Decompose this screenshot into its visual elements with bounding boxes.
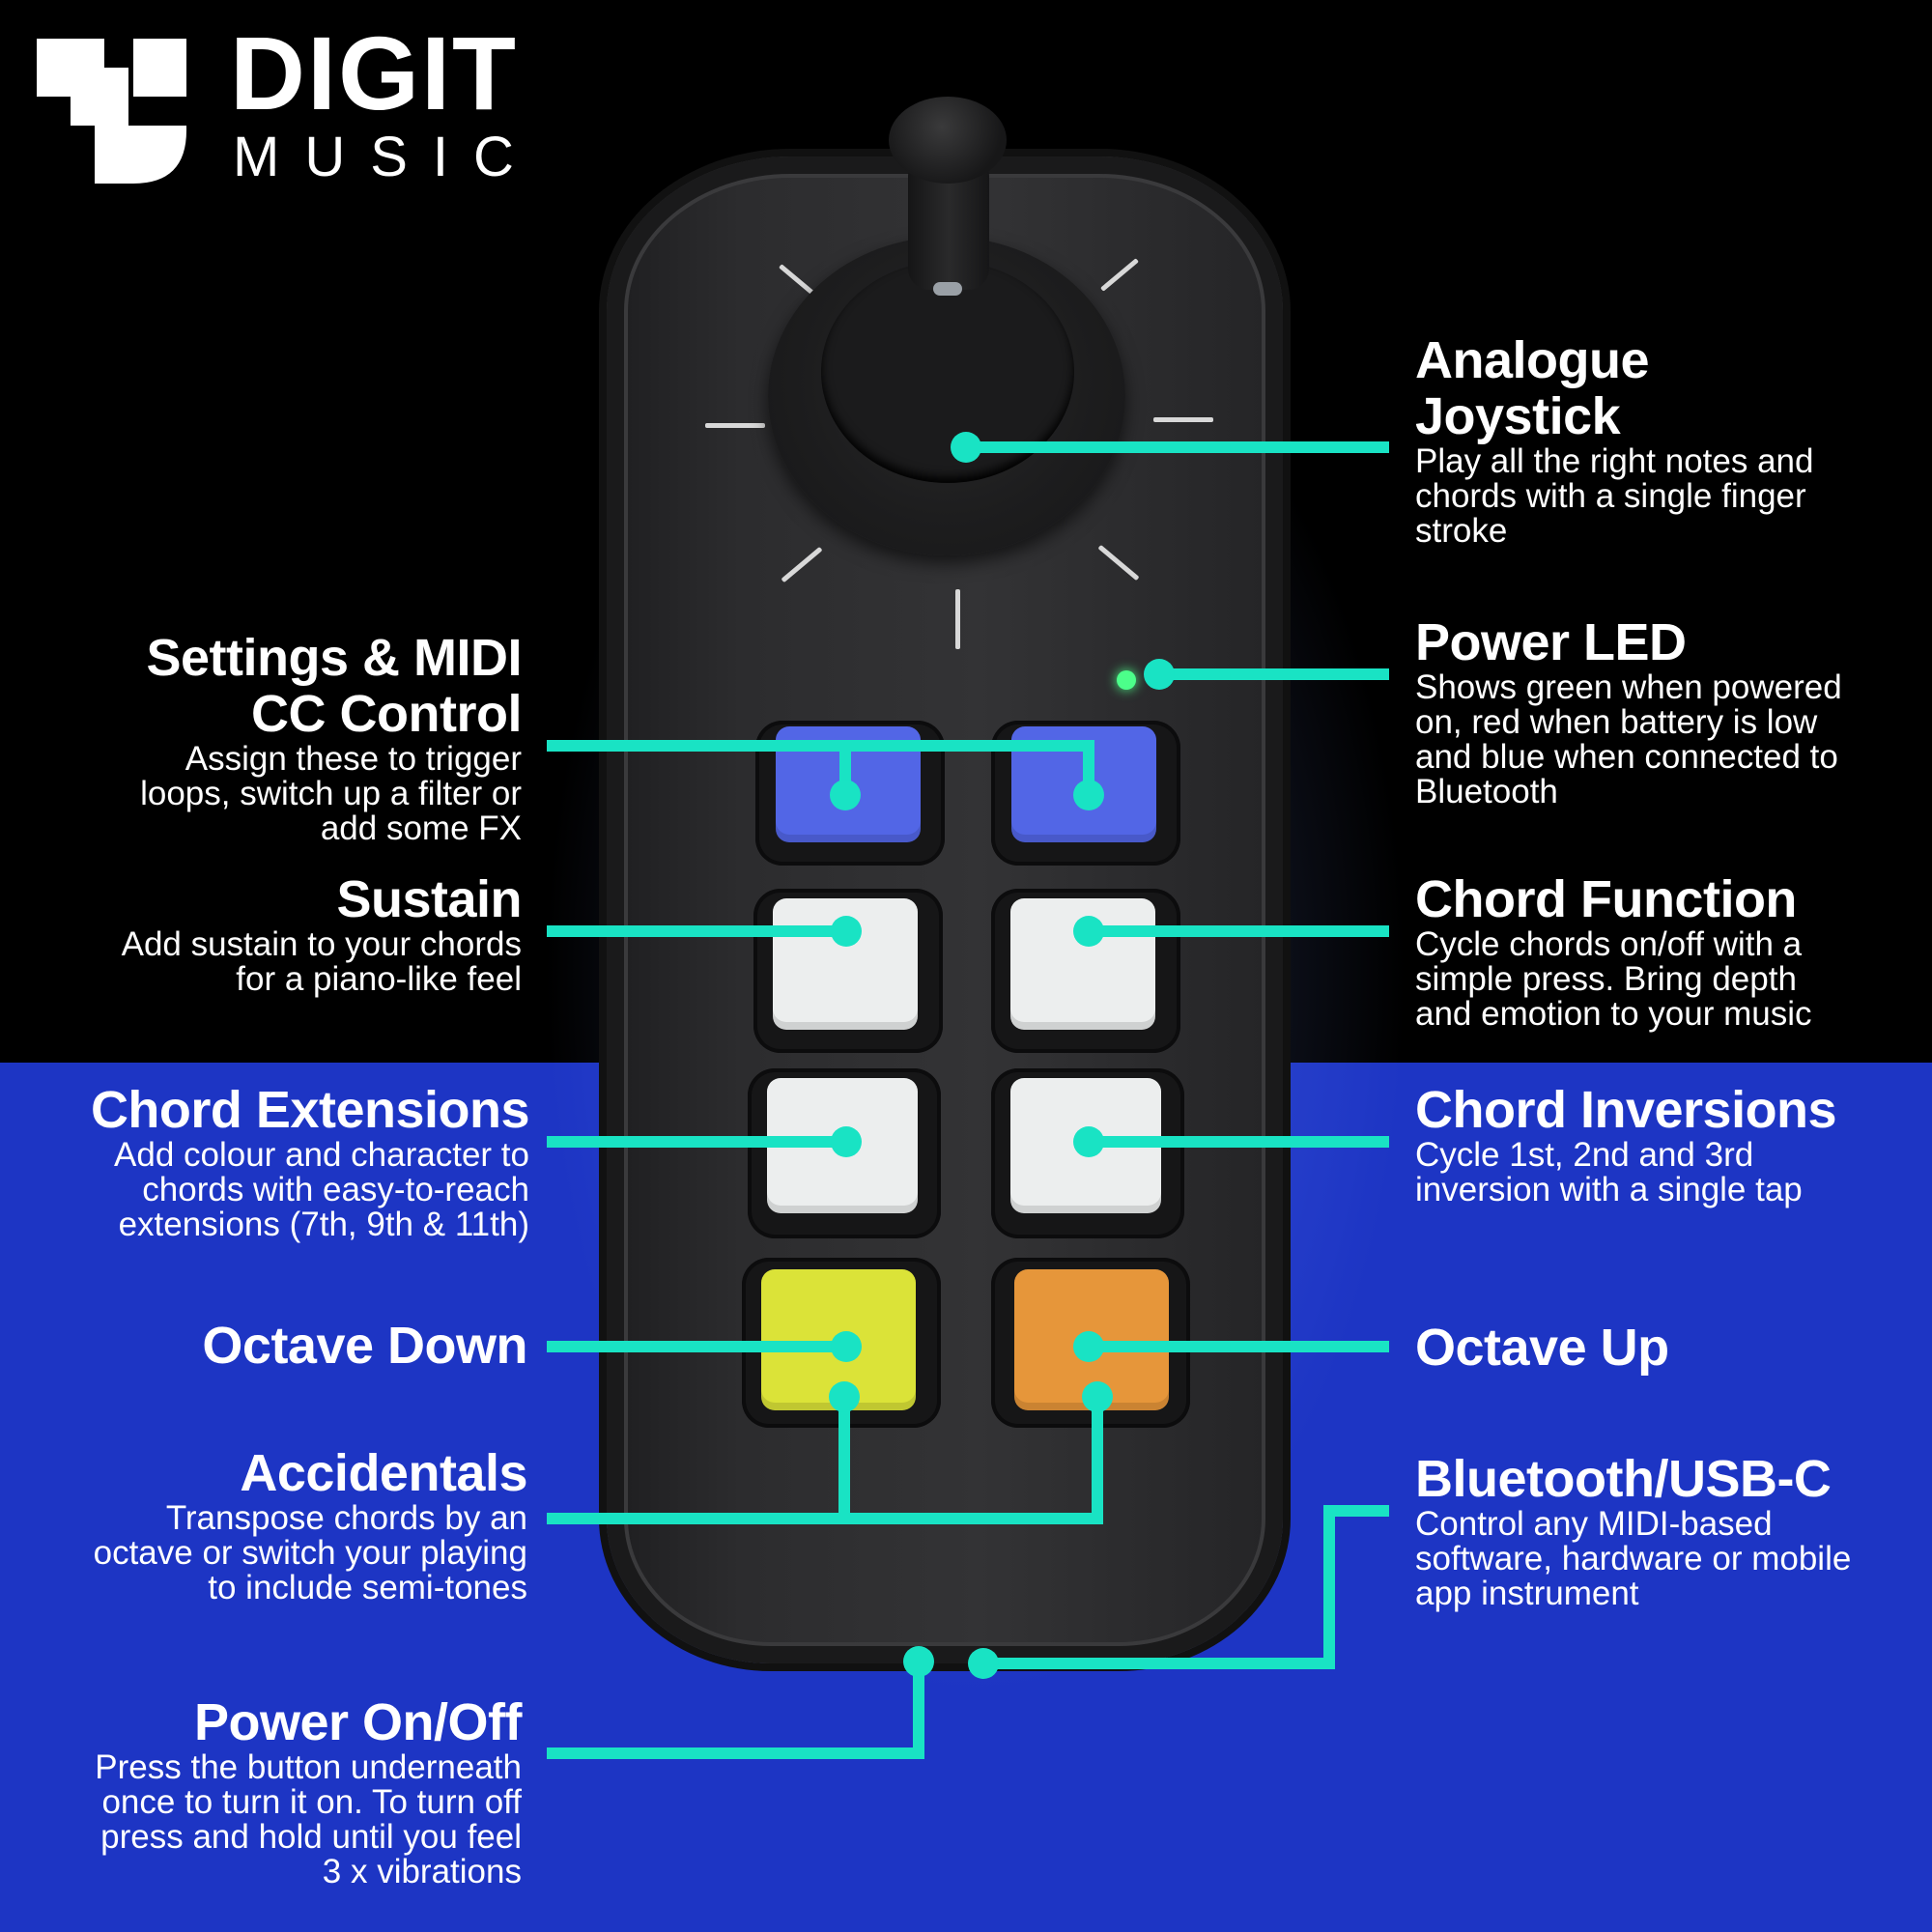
callout-description: loops, switch up a filter or — [140, 775, 522, 812]
callout-power-led: Power LED Shows green when powered on, r… — [1415, 614, 1842, 810]
callout-title: Power LED — [1415, 613, 1687, 671]
callout-description: Add sustain to your chords — [121, 925, 522, 963]
callout-title: Bluetooth/USB-C — [1415, 1450, 1832, 1508]
joystick-pin — [933, 282, 962, 296]
callout-description: chords with a single finger — [1415, 477, 1806, 515]
callout-settings-midi-cc: Settings & MIDI CC Control Assign these … — [140, 630, 522, 846]
joystick-tick-bottom — [955, 589, 960, 649]
callout-description: Assign these to trigger — [185, 740, 522, 778]
callout-octave-down: Octave Down — [202, 1318, 527, 1374]
joystick-tick-right — [1153, 417, 1213, 422]
callout-power-on-off: Power On/Off Press the button underneath… — [95, 1694, 522, 1889]
callout-description: app instrument — [1415, 1575, 1639, 1612]
callout-octave-up: Octave Up — [1415, 1320, 1669, 1376]
logo-mark-icon — [37, 39, 186, 184]
callout-description: stroke — [1415, 512, 1508, 550]
callout-description: Cycle 1st, 2nd and 3rd — [1415, 1136, 1754, 1174]
callout-bluetooth-usb-c: Bluetooth/USB-C Control any MIDI-based s… — [1415, 1451, 1851, 1611]
callout-title: Joystick — [1415, 387, 1621, 445]
brand-subtitle: MUSIC — [233, 126, 539, 188]
callout-description: extensions (7th, 9th & 11th) — [118, 1206, 529, 1243]
brand-name: DIGIT — [230, 14, 518, 131]
callout-description: inversion with a single tap — [1415, 1171, 1803, 1208]
callout-title: Chord Extensions — [90, 1081, 530, 1139]
callout-title: Sustain — [336, 870, 522, 928]
callout-chord-inversions: Chord Inversions Cycle 1st, 2nd and 3rd … — [1415, 1081, 1837, 1208]
callout-chord-extensions: Chord Extensions Add colour and characte… — [90, 1081, 530, 1243]
callout-description: software, hardware or mobile — [1415, 1540, 1852, 1577]
callout-sustain: Sustain Add sustain to your chords for a… — [121, 870, 523, 998]
callout-description: chords with easy-to-reach — [142, 1171, 529, 1208]
callout-description: press and hold until you feel — [100, 1818, 522, 1856]
callout-description: Control any MIDI-based — [1415, 1505, 1773, 1543]
joystick-tick-left — [705, 423, 765, 428]
callout-analogue-joystick: Analogue Joystick Play all the right not… — [1415, 332, 1813, 549]
callout-title: Chord Inversions — [1415, 1081, 1837, 1139]
callout-description: to include semi-tones — [208, 1569, 527, 1606]
callout-description: Transpose chords by an — [165, 1499, 527, 1537]
callout-title: CC Control — [251, 685, 522, 743]
callout-description: and emotion to your music — [1415, 995, 1812, 1033]
callout-description: on, red when battery is low — [1415, 703, 1818, 741]
callout-description: simple press. Bring depth — [1415, 960, 1797, 998]
callout-description: for a piano-like feel — [236, 960, 522, 998]
callout-title: Power On/Off — [193, 1693, 523, 1751]
callout-accidentals: Accidentals Transpose chords by an octav… — [93, 1444, 528, 1606]
callout-description: 3 x vibrations — [322, 1853, 522, 1890]
callout-description: Shows green when powered — [1415, 668, 1842, 706]
callout-description: Press the button underneath — [95, 1748, 522, 1786]
power-led — [1117, 670, 1136, 690]
joystick-cap[interactable] — [889, 97, 1007, 184]
callout-description: add some FX — [320, 810, 522, 847]
callout-chord-function: Chord Function Cycle chords on/off with … — [1415, 871, 1811, 1032]
callout-description: once to turn it on. To turn off — [101, 1783, 522, 1821]
callout-description: and blue when connected to — [1415, 738, 1838, 776]
brand-logo: DIGIT MUSIC — [37, 21, 578, 193]
callout-title: Octave Down — [202, 1317, 527, 1375]
callout-description: Play all the right notes and — [1415, 442, 1814, 480]
callout-description: octave or switch your playing — [93, 1534, 527, 1572]
callout-title: Chord Function — [1415, 870, 1797, 928]
callout-description: Add colour and character to — [114, 1136, 529, 1174]
callout-title: Accidentals — [240, 1444, 527, 1502]
callout-description: Bluetooth — [1415, 773, 1558, 810]
callout-title: Settings & MIDI — [146, 629, 522, 687]
callout-title: Analogue — [1415, 331, 1650, 389]
callout-title: Octave Up — [1415, 1319, 1669, 1377]
callout-description: Cycle chords on/off with a — [1415, 925, 1803, 963]
